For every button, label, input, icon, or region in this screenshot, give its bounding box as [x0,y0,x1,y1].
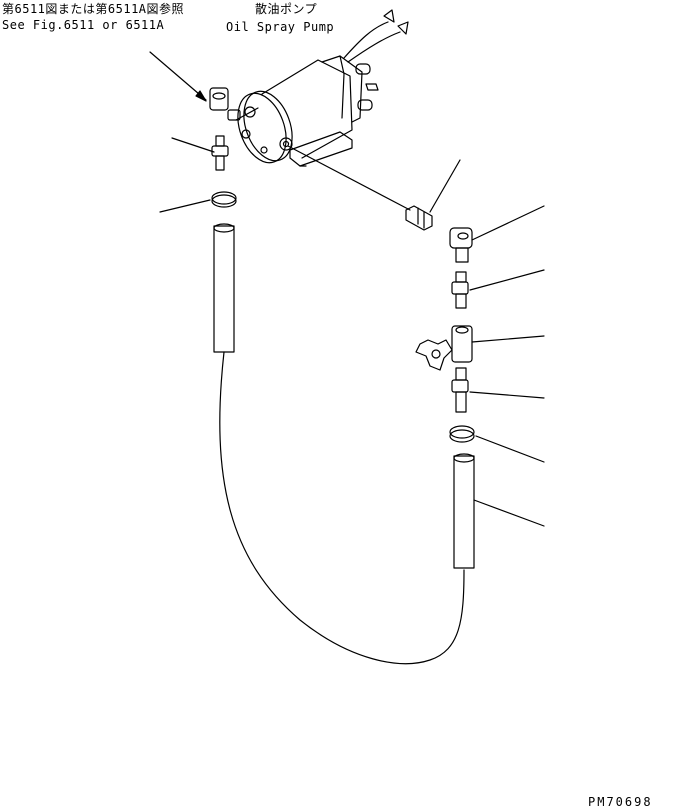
pump-label-jp: 散油ポンプ [255,2,318,16]
pump-label-en: Oil Spray Pump [226,20,335,34]
hose-loop [220,352,464,664]
left-clamp [160,192,236,212]
reference-label-jp: 第6511図または第6511A図参照 [2,2,185,16]
left-hose [214,224,234,352]
right-clamp [450,426,544,462]
valve [416,326,544,370]
left-nipple [172,136,228,170]
right-nipple-upper [452,270,544,308]
right-nipple-lower [452,368,544,412]
reference-label-en: See Fig.6511 or 6511A [2,18,165,32]
drawing-number: PM70698 [588,795,653,809]
discharge-nipple [406,160,460,230]
right-hose [454,454,544,568]
right-elbow [450,206,544,262]
oil-spray-pump [210,10,410,210]
reference-leader [150,52,206,101]
